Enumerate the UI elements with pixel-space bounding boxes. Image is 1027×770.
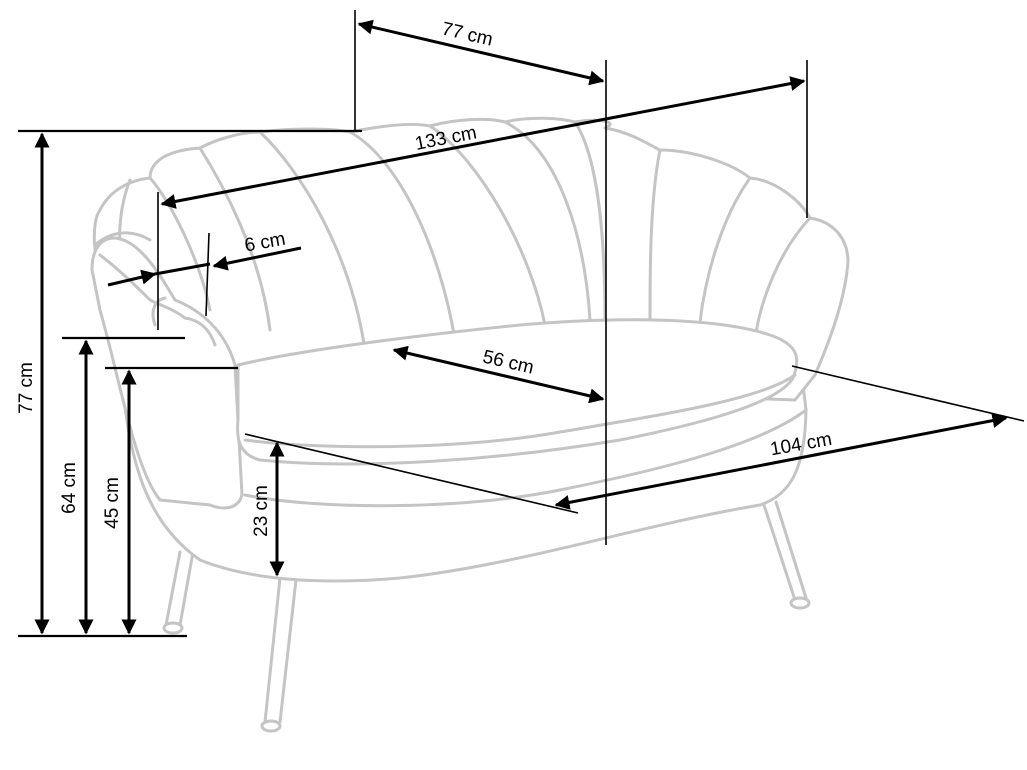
label-seat-height: 45 cm — [102, 477, 123, 529]
sofa-drawing — [90, 116, 850, 733]
dim-armrest-width-left — [107, 269, 157, 287]
dim-seat-depth — [392, 345, 605, 404]
front-left-leg — [260, 576, 298, 733]
dimension-lines — [18, 10, 1025, 638]
dim-depth — [357, 19, 605, 86]
label-armrest-height: 64 cm — [59, 462, 80, 514]
dim-armrest-width-right — [212, 246, 302, 271]
dim-seat-width — [554, 413, 1008, 510]
dim-width — [160, 76, 806, 209]
back-left-leg — [162, 550, 195, 635]
label-total-height: 77 cm — [16, 362, 37, 414]
back-right-leg — [762, 500, 811, 610]
label-leg-height: 23 cm — [251, 485, 272, 537]
